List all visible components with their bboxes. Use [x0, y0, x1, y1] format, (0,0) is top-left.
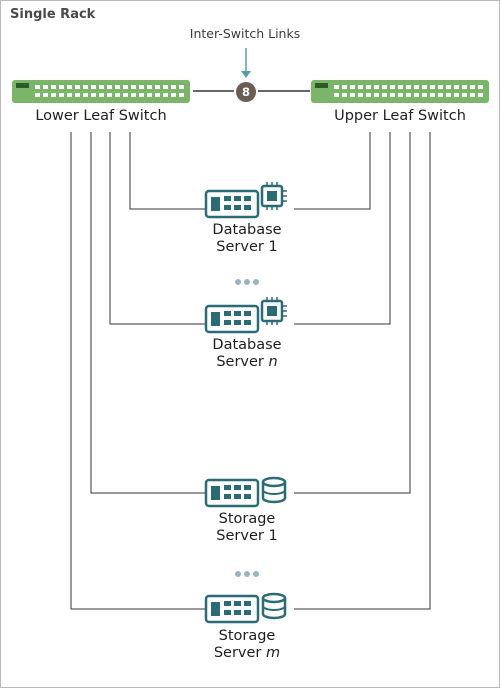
database-server-1-icon	[204, 182, 287, 219]
inter-switch-count-badge	[236, 82, 256, 102]
inter-switch-count: 8	[241, 85, 250, 99]
storage-server-1-label: Storage Server 1	[185, 511, 309, 545]
database-server-n-icon	[204, 297, 287, 334]
server-type: Storage	[218, 511, 276, 527]
lower-leaf-switch-icon	[12, 80, 190, 103]
lower-leaf-switch-label: Lower Leaf Switch	[35, 108, 167, 124]
database-server-n-label: Database Server n	[185, 337, 309, 371]
server-id: Server n	[216, 354, 278, 370]
server-type: Storage	[218, 628, 276, 644]
ellipsis-icon	[235, 270, 262, 289]
ellipsis-icon	[235, 562, 262, 581]
upper-leaf-switch-icon	[311, 80, 489, 103]
server-type: Database	[212, 222, 282, 238]
upper-switch-connections	[294, 132, 431, 610]
storage-server-m-icon	[204, 592, 287, 624]
storage-server-1-icon	[204, 476, 287, 508]
upper-leaf-switch-label: Upper Leaf Switch	[334, 108, 466, 124]
storage-server-m-label: Storage Server m	[185, 628, 309, 662]
diagram-title: Single Rack	[10, 7, 96, 22]
server-type: Database	[212, 337, 282, 353]
server-id: Server 1	[216, 528, 278, 544]
arrow-head	[241, 71, 251, 78]
inter-switch-links-label: Inter-Switch Links	[189, 26, 301, 41]
database-server-1-label: Database Server 1	[185, 222, 309, 256]
server-id: Server m	[213, 645, 281, 661]
server-id: Server 1	[216, 239, 278, 255]
lower-switch-connections	[70, 132, 205, 610]
